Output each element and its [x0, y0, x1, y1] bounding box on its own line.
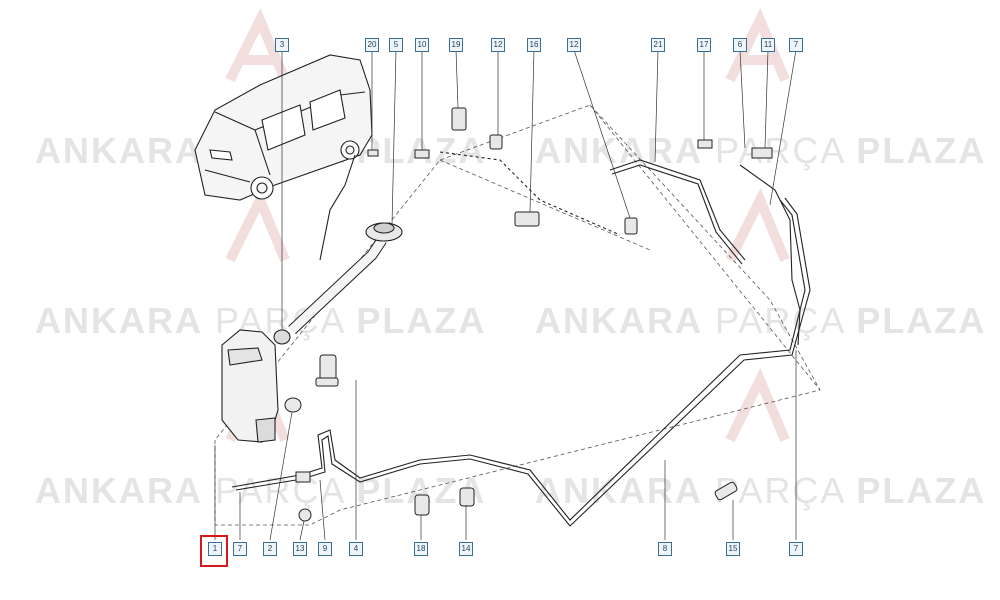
- callout-12[interactable]: 12: [567, 38, 581, 52]
- washer-hose: [231, 151, 811, 527]
- callout-17[interactable]: 17: [697, 38, 711, 52]
- callout-8[interactable]: 8: [658, 542, 672, 556]
- vehicle-illustration: [194, 54, 373, 201]
- callout-4[interactable]: 4: [349, 542, 363, 556]
- callout-3[interactable]: 3: [275, 38, 289, 52]
- callout-21[interactable]: 21: [651, 38, 665, 52]
- callout-14[interactable]: 14: [459, 542, 473, 556]
- callout-9[interactable]: 9: [318, 542, 332, 556]
- callout-10[interactable]: 10: [415, 38, 429, 52]
- callout-5[interactable]: 5: [389, 38, 403, 52]
- callout-12[interactable]: 12: [491, 38, 505, 52]
- selected-part-highlight: [200, 535, 228, 567]
- callout-7[interactable]: 7: [789, 542, 803, 556]
- callout-7[interactable]: 7: [789, 38, 803, 52]
- callout-2[interactable]: 2: [263, 542, 277, 556]
- callout-6[interactable]: 6: [733, 38, 747, 52]
- callout-16[interactable]: 16: [527, 38, 541, 52]
- leader-lines: [214, 49, 797, 541]
- callout-1[interactable]: 1: [208, 542, 222, 556]
- callout-15[interactable]: 15: [726, 542, 740, 556]
- washer-pump: [284, 354, 339, 413]
- callout-11[interactable]: 11: [761, 38, 775, 52]
- washer-reservoir: [221, 329, 279, 443]
- filler-neck: [273, 222, 403, 345]
- callout-18[interactable]: 18: [414, 542, 428, 556]
- callout-7[interactable]: 7: [233, 542, 247, 556]
- callout-13[interactable]: 13: [293, 542, 307, 556]
- callout-19[interactable]: 19: [449, 38, 463, 52]
- callout-20[interactable]: 20: [365, 38, 379, 52]
- clip-parts: [295, 107, 773, 522]
